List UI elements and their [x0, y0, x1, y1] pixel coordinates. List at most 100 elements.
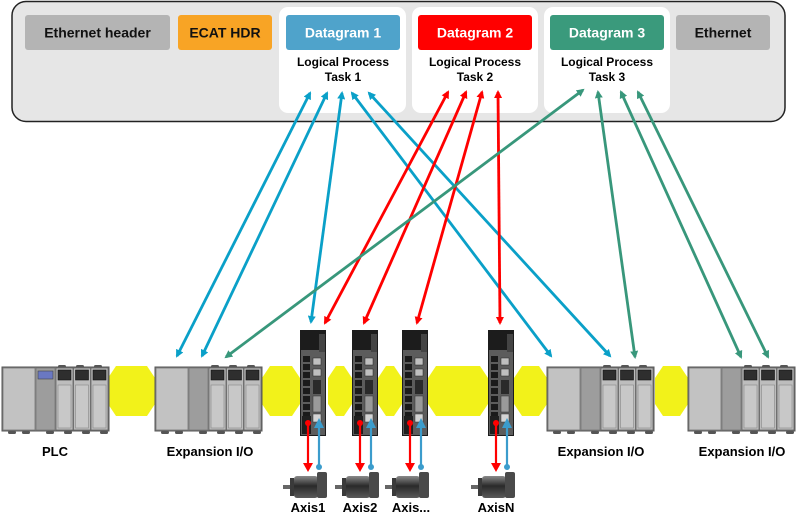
- power-module: [155, 367, 189, 431]
- rack-foot: [732, 431, 740, 434]
- io-panel: [210, 384, 225, 429]
- rj45-port: [312, 357, 322, 366]
- terminal: [405, 412, 412, 418]
- cpu-module: [580, 367, 601, 431]
- io-panel: [761, 384, 775, 429]
- motor-body: [396, 476, 420, 498]
- io-panel: [228, 384, 242, 429]
- terminal: [405, 372, 412, 378]
- io-panel: [57, 384, 72, 429]
- terminal: [491, 372, 498, 378]
- motor-encoder: [505, 472, 515, 498]
- status-display: [501, 380, 509, 394]
- terminal: [405, 396, 412, 402]
- terminal: [303, 388, 310, 394]
- task1-arrow: [175, 91, 312, 358]
- rj45-port: [364, 357, 374, 366]
- cpu-module: [188, 367, 209, 431]
- terminal: [303, 412, 310, 418]
- motor-shaft: [335, 485, 343, 489]
- terminal: [491, 388, 498, 394]
- feedback-dot: [316, 464, 322, 470]
- encoder-port: [414, 395, 424, 413]
- terminal: [355, 372, 362, 378]
- task1-arrow: [350, 91, 553, 358]
- rj45-port: [364, 368, 374, 377]
- io-connector: [620, 369, 634, 381]
- rack-foot: [199, 431, 207, 434]
- io-connector: [602, 369, 617, 381]
- terminal: [491, 356, 498, 362]
- device-labels: PLC Expansion I/O Expansion I/O Expansio…: [42, 444, 785, 515]
- terminal: [355, 364, 362, 370]
- io-panel: [778, 384, 793, 429]
- task3-arrow: [636, 90, 770, 359]
- servo-motor-icon: [471, 472, 515, 498]
- expansion-io-label: Expansion I/O: [558, 444, 645, 459]
- terminal: [303, 380, 310, 386]
- io-connector: [228, 369, 242, 381]
- rack-foot: [567, 431, 575, 434]
- rj45-port: [500, 368, 510, 377]
- task2-arrow: [323, 90, 450, 325]
- servo-motor-icon: [283, 472, 327, 498]
- ethercat-bus: [108, 366, 688, 416]
- bus-segment: [655, 366, 688, 416]
- feedback-dot: [368, 464, 374, 470]
- servo-motor-icon: [385, 472, 429, 498]
- terminal: [355, 380, 362, 386]
- expansion-io-2: [546, 365, 655, 434]
- rack-foot: [553, 431, 561, 434]
- motor-body: [482, 476, 506, 498]
- bus-segment: [328, 366, 352, 416]
- bus-segment: [378, 366, 402, 416]
- rj45-port: [414, 368, 424, 377]
- drive-edge: [371, 334, 377, 352]
- expansion-io-label: Expansion I/O: [167, 444, 254, 459]
- rack-foot: [82, 431, 90, 434]
- terminal: [405, 388, 412, 394]
- terminal: [303, 404, 310, 410]
- io-panel: [743, 384, 758, 429]
- task1-arrow: [307, 91, 346, 324]
- terminal: [303, 356, 310, 362]
- power-module: [688, 367, 722, 431]
- rack-foot: [217, 431, 225, 434]
- axis-label: Axis...: [392, 500, 430, 515]
- feedback-dot: [418, 464, 424, 470]
- task3-line2: Task 3: [589, 70, 626, 84]
- io-connector: [75, 369, 89, 381]
- rack-foot: [591, 431, 599, 434]
- segment-ecat-hdr: ECAT HDR: [178, 15, 272, 50]
- rack-foot: [645, 431, 653, 434]
- io-connector: [778, 369, 793, 381]
- motor-power-dot: [305, 420, 311, 426]
- terminal: [303, 372, 310, 378]
- feedback-arrowhead: [416, 418, 426, 428]
- io-panel: [637, 384, 652, 429]
- encoder-port: [312, 395, 322, 413]
- motor-power-arrowhead: [303, 463, 313, 472]
- rack-foot: [253, 431, 261, 434]
- rack-foot: [609, 431, 617, 434]
- feedback-dot: [504, 464, 510, 470]
- rack-foot: [46, 431, 54, 434]
- motor-shaft: [471, 485, 479, 489]
- task2-line1: Logical Process: [429, 55, 521, 69]
- rack-foot: [708, 431, 716, 434]
- rack-foot: [786, 431, 794, 434]
- feedback-arrowhead: [366, 418, 376, 428]
- axis-label: Axis2: [343, 500, 378, 515]
- rack-foot: [100, 431, 108, 434]
- task2-line2: Task 2: [457, 70, 494, 84]
- segment-datagram-2: Datagram 2 Logical Process Task 2: [418, 15, 532, 84]
- task3-arrow: [224, 88, 585, 359]
- task2-arrow: [494, 90, 504, 325]
- segment-ethernet-header: Ethernet header: [25, 15, 170, 50]
- bus-segment: [428, 366, 488, 416]
- io-connector: [245, 369, 260, 381]
- terminal: [491, 396, 498, 402]
- io-connector: [92, 369, 107, 381]
- motor-shaft: [283, 485, 291, 489]
- plc-label: PLC: [42, 444, 69, 459]
